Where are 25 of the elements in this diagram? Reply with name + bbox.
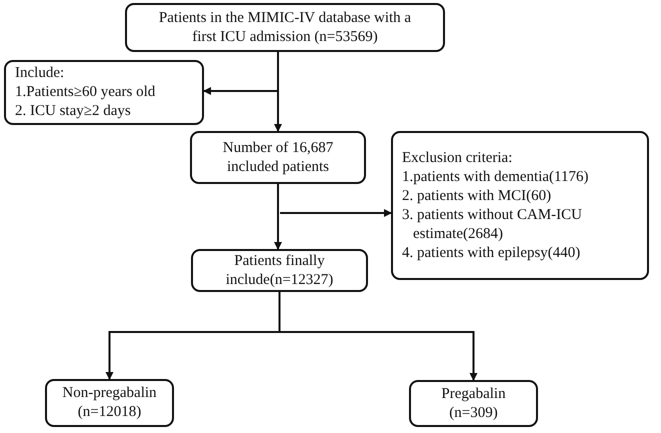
box-heading: Include: [15,64,66,83]
criterion-text: 1.Patients≥60 years old [15,83,156,102]
process-box [190,131,366,184]
arrow [280,209,392,217]
process-box [191,249,368,292]
box-text: Non-pregabalin (n=12018) [61,384,158,422]
box-heading: Exclusion criteria: [402,148,514,168]
arrow [278,292,478,381]
arrow [274,184,282,250]
box-text: Patients finally include(n=12327) [224,252,334,290]
criterion-text: 3. patients without CAM-ICU estimate(2684) [402,206,583,244]
criterion-text: 1.patients with dementia(1176) [402,168,590,186]
process-box [4,60,204,125]
process-box [409,380,538,427]
process-box [45,379,174,427]
process-box [125,3,445,52]
box-text: Number of 16,687 included patients [222,138,334,176]
criterion-text: 2. patients with MCI(60) [402,186,552,206]
box-text: Pregabalin (n=309) [441,384,506,422]
box-text: Patients in the MIMIC-IV database with a first ICU admission (n=53569) [158,8,412,46]
arrow [203,87,278,95]
process-box [391,131,649,280]
criterion-text: 2. ICU stay≥2 days [15,102,132,121]
criterion-text: 4. patients with epilepsy(440) [402,244,582,262]
arrow [274,52,282,132]
